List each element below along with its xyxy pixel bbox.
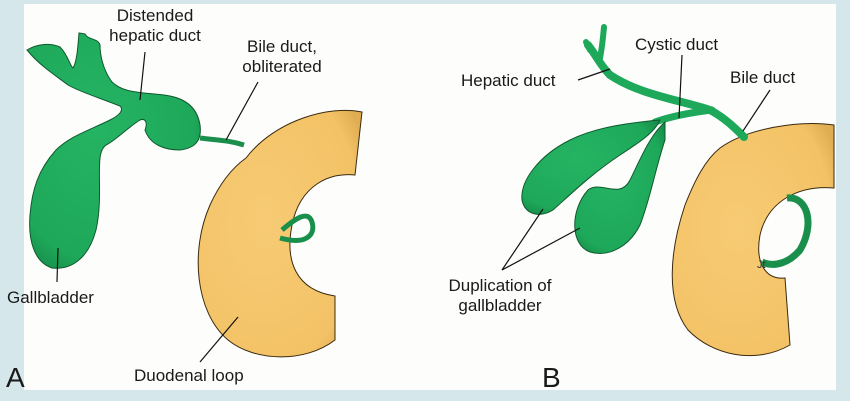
leader-duplication-2 bbox=[501, 227, 581, 271]
leader-duplication-1 bbox=[501, 208, 544, 271]
label-line: Duplication of bbox=[448, 276, 552, 295]
duodenal-loop-a bbox=[197, 109, 363, 358]
label-line: Bile duct, bbox=[247, 37, 317, 56]
bile-duct-loop-b bbox=[760, 194, 812, 268]
label-line: hepatic duct bbox=[109, 26, 201, 45]
leader-distended-hepatic-duct bbox=[139, 51, 146, 101]
duodenal-loop-b bbox=[671, 123, 835, 357]
label-cystic-duct: Cystic duct bbox=[635, 35, 719, 54]
leader-cystic-duct bbox=[678, 54, 683, 119]
leader-gallbladder bbox=[56, 247, 59, 283]
leader-duodenal-loop bbox=[199, 316, 239, 363]
leader-hepatic-duct bbox=[577, 68, 611, 81]
obliterated-bile-duct-a bbox=[199, 135, 245, 148]
common-duct-b bbox=[584, 41, 748, 141]
label-bile-duct: Bile duct bbox=[730, 68, 796, 87]
panel-letter-b: B bbox=[542, 362, 561, 393]
label-hepatic-duct: Hepatic duct bbox=[461, 71, 556, 90]
gallbladder-and-hepatic-duct-a bbox=[26, 32, 201, 269]
label-bile-duct-obliterated: Bile duct, obliterated bbox=[232, 37, 332, 77]
label-line: obliterated bbox=[242, 57, 322, 76]
bile-duct-loop-a bbox=[279, 213, 316, 243]
label-line: Distended bbox=[116, 6, 194, 25]
label-line: gallbladder bbox=[458, 296, 542, 315]
leader-lines bbox=[56, 51, 771, 363]
cystic-duct-b bbox=[651, 106, 716, 126]
label-distended-hepatic-duct: Distended hepatic duct bbox=[100, 6, 210, 46]
panel-b-artwork: Jt bbox=[521, 24, 835, 357]
gallbladder-b-2 bbox=[574, 120, 666, 254]
leader-bile-duct bbox=[742, 89, 771, 132]
gallbladder-b-1 bbox=[521, 119, 661, 215]
label-duplication-of-gallbladder: Duplication of gallbladder bbox=[430, 276, 570, 316]
panel-letter-a: A bbox=[6, 362, 25, 393]
label-duodenal-loop: Duodenal loop bbox=[134, 366, 244, 385]
panel-a-artwork bbox=[26, 32, 363, 358]
artist-signature: Jt bbox=[757, 259, 766, 271]
label-gallbladder: Gallbladder bbox=[7, 288, 94, 307]
leader-bile-duct-obliterated bbox=[225, 81, 259, 141]
